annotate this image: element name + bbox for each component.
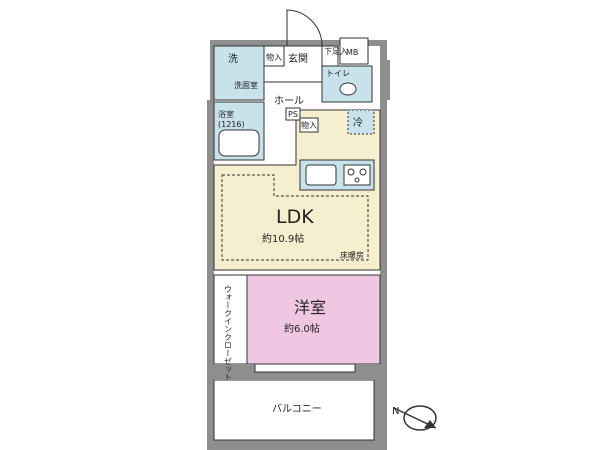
wall-notch-top-left <box>200 40 210 100</box>
storage-box-2 <box>299 117 319 133</box>
entrance-door-swing <box>286 9 323 47</box>
balcony-area <box>213 379 375 441</box>
fridge-label: 冷 <box>353 116 363 129</box>
walk-in-closet-label: ウォークインクローゼット <box>224 285 233 381</box>
kitchen-sink <box>305 164 337 186</box>
bathroom-name: 浴室 <box>218 109 234 119</box>
hall-name: ホール <box>274 95 304 107</box>
bedroom-floor <box>246 274 381 365</box>
toilet-name: トイレ <box>326 69 350 78</box>
bathroom-size: (1216) <box>218 120 245 129</box>
storage-label-2: 物入 <box>301 120 317 130</box>
entrance-name: 玄関 <box>288 52 308 65</box>
bathtub <box>218 129 260 157</box>
balcony-name: バルコニー <box>272 403 322 415</box>
bedroom-size: 約6.0帖 <box>284 322 320 335</box>
washer-label: 洗 <box>228 53 238 65</box>
ldk-floor <box>213 109 381 271</box>
storage-box-1 <box>263 45 285 67</box>
floor-heating-zone <box>221 174 369 261</box>
storage-label-1: 物入 <box>266 52 282 62</box>
washroom-floor <box>213 45 265 101</box>
shoe-box-label: 下足入 <box>324 47 348 56</box>
ldk-name: LDK <box>276 206 314 228</box>
balcony-window <box>254 363 356 373</box>
washroom-name: 洗面室 <box>234 80 258 90</box>
shoe-box <box>321 45 339 67</box>
fridge-space <box>347 109 375 135</box>
ldk-size: 約10.9帖 <box>262 232 304 245</box>
wall-notch-top-right <box>380 60 390 100</box>
mb-box <box>339 37 369 65</box>
floor-heating-note: 床暖房 <box>340 250 364 260</box>
north-arrow-icon <box>393 405 437 431</box>
mb-label: MB <box>346 48 358 57</box>
burner-2 <box>359 168 367 176</box>
bedroom-name: 洋室 <box>294 298 326 317</box>
burner-3 <box>354 177 360 183</box>
ps-box <box>285 107 301 121</box>
compass-label: N <box>392 406 399 417</box>
toilet-bowl <box>339 82 357 96</box>
ps-label: PS <box>288 110 298 119</box>
burner-1 <box>347 168 355 176</box>
cooktop <box>343 164 371 186</box>
